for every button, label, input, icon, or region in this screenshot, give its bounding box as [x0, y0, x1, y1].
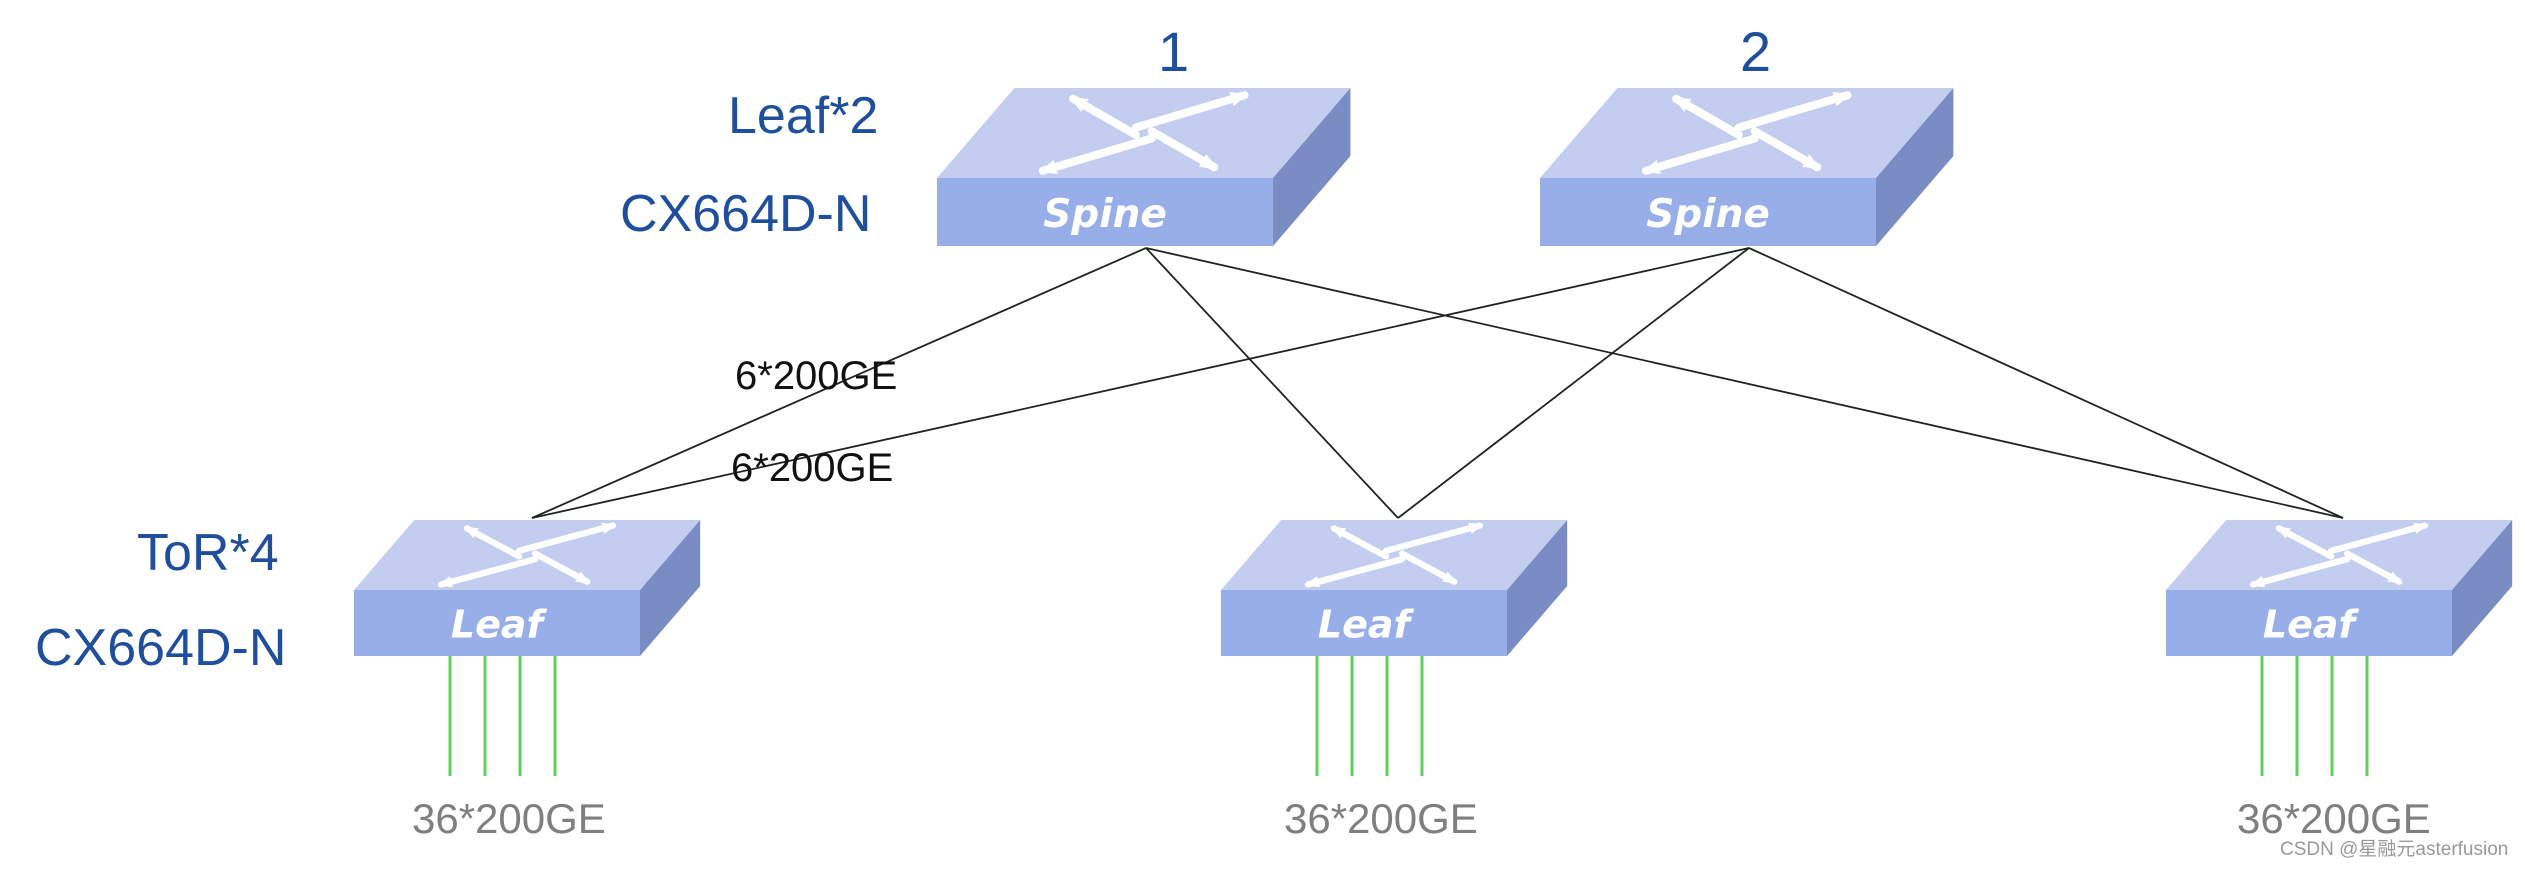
switch-top-face [354, 520, 701, 590]
leaf-3-ports-label: 36*200GE [2237, 795, 2431, 842]
switch-name-label: Leaf [1318, 603, 1415, 647]
uplink-spine-2-leaf-3 [1748, 247, 2344, 519]
switch-arrows-icon [437, 522, 617, 588]
uplink-spine-1-leaf-2 [1145, 247, 1399, 519]
switch-side-face [1876, 88, 1954, 246]
uplink-spine-2-leaf-2 [1397, 247, 1750, 519]
leaf-switch-1: Leaf [354, 520, 701, 656]
switch-front-face [1540, 178, 1876, 246]
switch-top-face [1221, 520, 1568, 590]
switch-front-face [1221, 590, 1507, 656]
access-links-1 [448, 656, 557, 776]
link-bandwidth-label-a: 6*200GE [735, 354, 898, 398]
switch-name-label: Spine [1043, 192, 1167, 237]
uplinks [531, 247, 2344, 519]
uplink-spine-1-leaf-3 [1145, 247, 2344, 519]
spine-model-label: CX664D-N [620, 185, 872, 243]
spine-1-number: 1 [1158, 20, 1190, 83]
leaf-model-label: CX664D-N [35, 619, 287, 677]
switch-arrows-icon [2249, 522, 2429, 588]
leaf-switch-2: Leaf [1221, 520, 1568, 656]
spine-switch-1: Spine [937, 88, 1351, 246]
spine-role-label: Leaf*2 [728, 87, 879, 145]
spine-switch-2: Spine [1540, 88, 1954, 246]
switch-top-face [2166, 520, 2513, 590]
uplink-spine-2-leaf-1 [531, 247, 1750, 519]
switch-name-label: Leaf [2263, 603, 2360, 647]
switch-name-label: Leaf [451, 603, 548, 647]
leaf-switch-3: Leaf [2166, 520, 2513, 656]
switch-name-label: Spine [1646, 192, 1770, 237]
switch-arrows-icon [1641, 91, 1852, 175]
switch-front-face [2166, 590, 2452, 656]
link-bandwidth-label-b: 6*200GE [731, 446, 894, 490]
switch-top-face [1540, 88, 1954, 178]
switch-top-face [937, 88, 1351, 178]
switch-side-face [1507, 520, 1568, 656]
watermark: CSDN @星融元asterfusion [2280, 839, 2509, 860]
switch-front-face [354, 590, 640, 656]
uplink-spine-1-leaf-1 [531, 247, 1147, 519]
switch-side-face [1273, 88, 1351, 246]
switch-side-face [640, 520, 701, 656]
switch-arrows-icon [1038, 91, 1249, 175]
access-links-3 [2260, 656, 2369, 776]
leaf-2-ports-label: 36*200GE [1284, 795, 1478, 842]
leaf-role-label: ToR*4 [137, 524, 279, 582]
switch-side-face [2452, 520, 2513, 656]
spine-2-number: 2 [1740, 20, 1772, 83]
leaf-1-ports-label: 36*200GE [412, 795, 606, 842]
switch-front-face [937, 178, 1273, 246]
access-links-2 [1315, 656, 1424, 776]
switch-arrows-icon [1304, 522, 1484, 588]
